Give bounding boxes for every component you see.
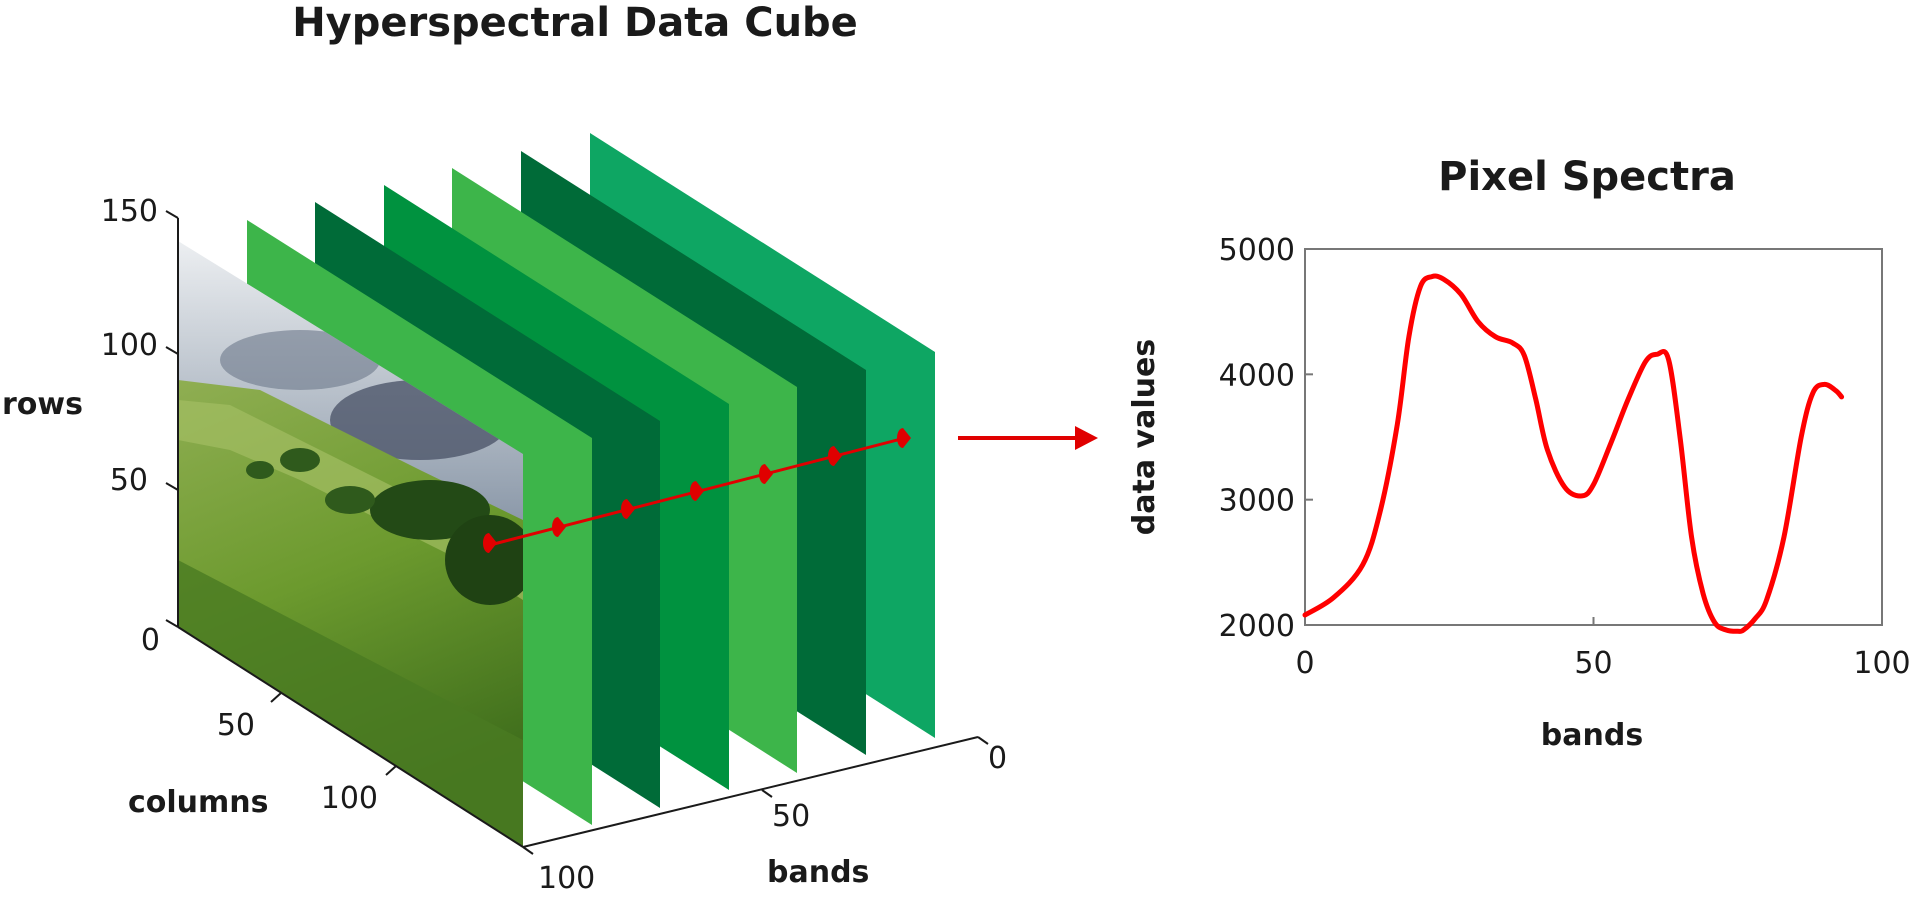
x-tick-label: 100 xyxy=(1853,646,1910,681)
probe-marker xyxy=(483,533,497,553)
chart-title: Pixel Spectra xyxy=(1438,154,1736,200)
connector-arrow xyxy=(958,426,1098,450)
x-tick-label: 0 xyxy=(1295,646,1314,681)
rows-tick-label: 150 xyxy=(101,194,158,229)
cube-title: Hyperspectral Data Cube xyxy=(292,0,858,46)
bands-axis xyxy=(522,736,989,855)
chart-ticks: 0 50 100 2000 3000 4000 5000 xyxy=(1219,233,1911,681)
rows-tick-label: 50 xyxy=(110,463,148,498)
chart-y-axis-label: data values xyxy=(1127,339,1162,535)
chart-x-axis-label: bands xyxy=(1541,718,1643,753)
probe-marker xyxy=(621,499,635,519)
rows-tick-label: 0 xyxy=(141,623,160,658)
y-tick-label: 3000 xyxy=(1219,484,1295,519)
probe-marker xyxy=(897,428,911,448)
probe-marker xyxy=(828,446,842,466)
rows-axis-label: rows xyxy=(2,387,83,422)
landscape-image xyxy=(178,241,523,847)
rows-axis xyxy=(165,210,179,628)
columns-tick-label: 100 xyxy=(321,781,378,816)
probe-marker xyxy=(690,481,704,501)
y-tick-label: 5000 xyxy=(1219,233,1295,268)
probe-marker xyxy=(552,517,566,537)
probe-marker xyxy=(759,464,773,484)
x-tick-label: 50 xyxy=(1574,646,1612,681)
plot-area-frame xyxy=(1304,248,1883,626)
bands-tick-label: 100 xyxy=(538,861,595,896)
bands-tick-label: 0 xyxy=(988,741,1007,776)
columns-axis xyxy=(177,626,524,848)
bands-tick-label: 50 xyxy=(772,799,810,834)
y-tick-label: 2000 xyxy=(1219,609,1295,644)
rows-tick-label: 100 xyxy=(101,328,158,363)
pixel-probe xyxy=(483,428,911,553)
y-tick-label: 4000 xyxy=(1219,358,1295,393)
bands-axis-label: bands xyxy=(767,855,869,890)
columns-tick-label: 50 xyxy=(217,708,255,743)
spectrum-line xyxy=(1302,273,1845,634)
columns-axis-label: columns xyxy=(128,785,269,820)
spectra-chart: Pixel Spectra 0 50 100 2000 3000 4000 5000 ban… xyxy=(1127,154,1911,753)
